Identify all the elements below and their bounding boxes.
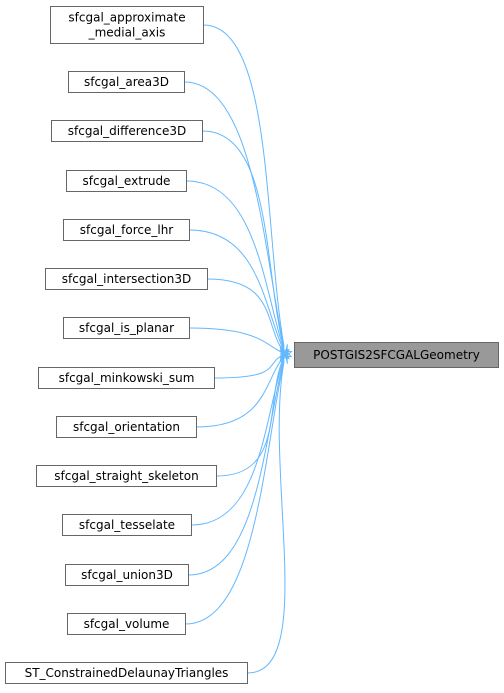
node-st-constraineddelaunaytriangles-box: [5, 662, 248, 684]
nodes-layer: sfcgal_approximate_medial_axis sfcgal_are…: [5, 6, 499, 684]
edge-5: [207, 278, 285, 353]
node-sfcgal-orientation[interactable]: sfcgal_orientation: [56, 416, 197, 438]
node-sfcgal-intersection3d-label: sfcgal_intersection3D: [62, 272, 191, 286]
node-sfcgal-union3d[interactable]: sfcgal_union3D: [65, 564, 189, 586]
node-sfcgal-approximate-medial-axis-label-line2: _medial_axis: [88, 26, 166, 40]
node-sfcgal-union3d-label: sfcgal_union3D: [81, 568, 173, 582]
node-sfcgal-force-lhr-box: [63, 219, 190, 241]
node-sfcgal-tesselate-box: [62, 514, 192, 536]
node-sfcgal-straight-skeleton[interactable]: sfcgal_straight_skeleton: [36, 465, 217, 487]
node-sfcgal-minkowski-sum-label: sfcgal_minkowski_sum: [59, 371, 195, 385]
node-sfcgal-minkowski-sum[interactable]: sfcgal_minkowski_sum: [38, 367, 215, 389]
node-sfcgal-difference3d-label: sfcgal_difference3D: [68, 124, 187, 138]
node-sfcgal-force-lhr[interactable]: sfcgal_force_lhr: [63, 219, 190, 241]
edge-arrowhead-13: [279, 352, 288, 364]
node-sfcgal-union3d-box: [65, 564, 189, 586]
node-sfcgal-area3d-label: sfcgal_area3D: [84, 75, 169, 89]
node-target-postgis2sfcgalgeometry-box: [294, 342, 499, 368]
edge-0: [203, 24, 285, 347]
node-sfcgal-intersection3d[interactable]: sfcgal_intersection3D: [45, 268, 208, 290]
node-target-postgis2sfcgalgeometry[interactable]: POSTGIS2SFCGALGeometry: [294, 342, 499, 368]
node-sfcgal-straight-skeleton-box: [36, 465, 217, 487]
node-sfcgal-volume[interactable]: sfcgal_volume: [67, 613, 186, 635]
edge-4: [189, 229, 285, 352]
node-target-postgis2sfcgalgeometry-label: POSTGIS2SFCGALGeometry: [313, 348, 480, 362]
node-st-constraineddelaunaytriangles-label: ST_ConstrainedDelaunayTriangles: [25, 666, 229, 680]
node-sfcgal-is-planar[interactable]: sfcgal_is_planar: [63, 317, 190, 339]
node-sfcgal-intersection3d-box: [45, 268, 208, 290]
edge-12: [185, 360, 285, 625]
edges-layer: [184, 24, 293, 674]
node-sfcgal-orientation-box: [56, 416, 197, 438]
edge-13: [247, 361, 286, 674]
node-sfcgal-volume-label: sfcgal_volume: [84, 617, 170, 631]
node-sfcgal-straight-skeleton-label: sfcgal_straight_skeleton: [54, 469, 198, 483]
node-sfcgal-extrude-box: [66, 170, 187, 192]
node-sfcgal-tesselate-label: sfcgal_tesselate: [79, 518, 175, 532]
edge-11: [188, 359, 285, 576]
node-sfcgal-difference3d-box: [51, 120, 203, 142]
edge-7: [214, 354, 285, 379]
node-sfcgal-difference3d[interactable]: sfcgal_difference3D: [51, 120, 203, 142]
node-sfcgal-is-planar-box: [63, 317, 190, 339]
node-sfcgal-extrude-label: sfcgal_extrude: [83, 174, 171, 188]
node-sfcgal-orientation-label: sfcgal_orientation: [73, 420, 180, 434]
node-sfcgal-extrude[interactable]: sfcgal_extrude: [66, 170, 187, 192]
edge-3: [186, 180, 285, 350]
node-sfcgal-tesselate[interactable]: sfcgal_tesselate: [62, 514, 192, 536]
edge-8: [196, 355, 285, 428]
node-sfcgal-force-lhr-label: sfcgal_force_lhr: [80, 223, 174, 237]
node-st-constraineddelaunaytriangles[interactable]: ST_ConstrainedDelaunayTriangles: [5, 662, 248, 684]
node-sfcgal-area3d-box: [68, 71, 185, 93]
node-sfcgal-approximate-medial-axis[interactable]: sfcgal_approximate_medial_axis: [50, 6, 204, 44]
node-sfcgal-approximate-medial-axis-label: sfcgal_approximate: [68, 11, 185, 25]
edge-2: [202, 130, 285, 349]
edge-10: [191, 358, 285, 526]
node-sfcgal-approximate-medial-axis-box: [50, 6, 204, 44]
edge-6: [189, 327, 285, 354]
node-sfcgal-area3d[interactable]: sfcgal_area3D: [68, 71, 185, 93]
node-sfcgal-minkowski-sum-box: [38, 367, 215, 389]
node-sfcgal-volume-box: [67, 613, 186, 635]
node-sfcgal-is-planar-label: sfcgal_is_planar: [79, 321, 174, 335]
